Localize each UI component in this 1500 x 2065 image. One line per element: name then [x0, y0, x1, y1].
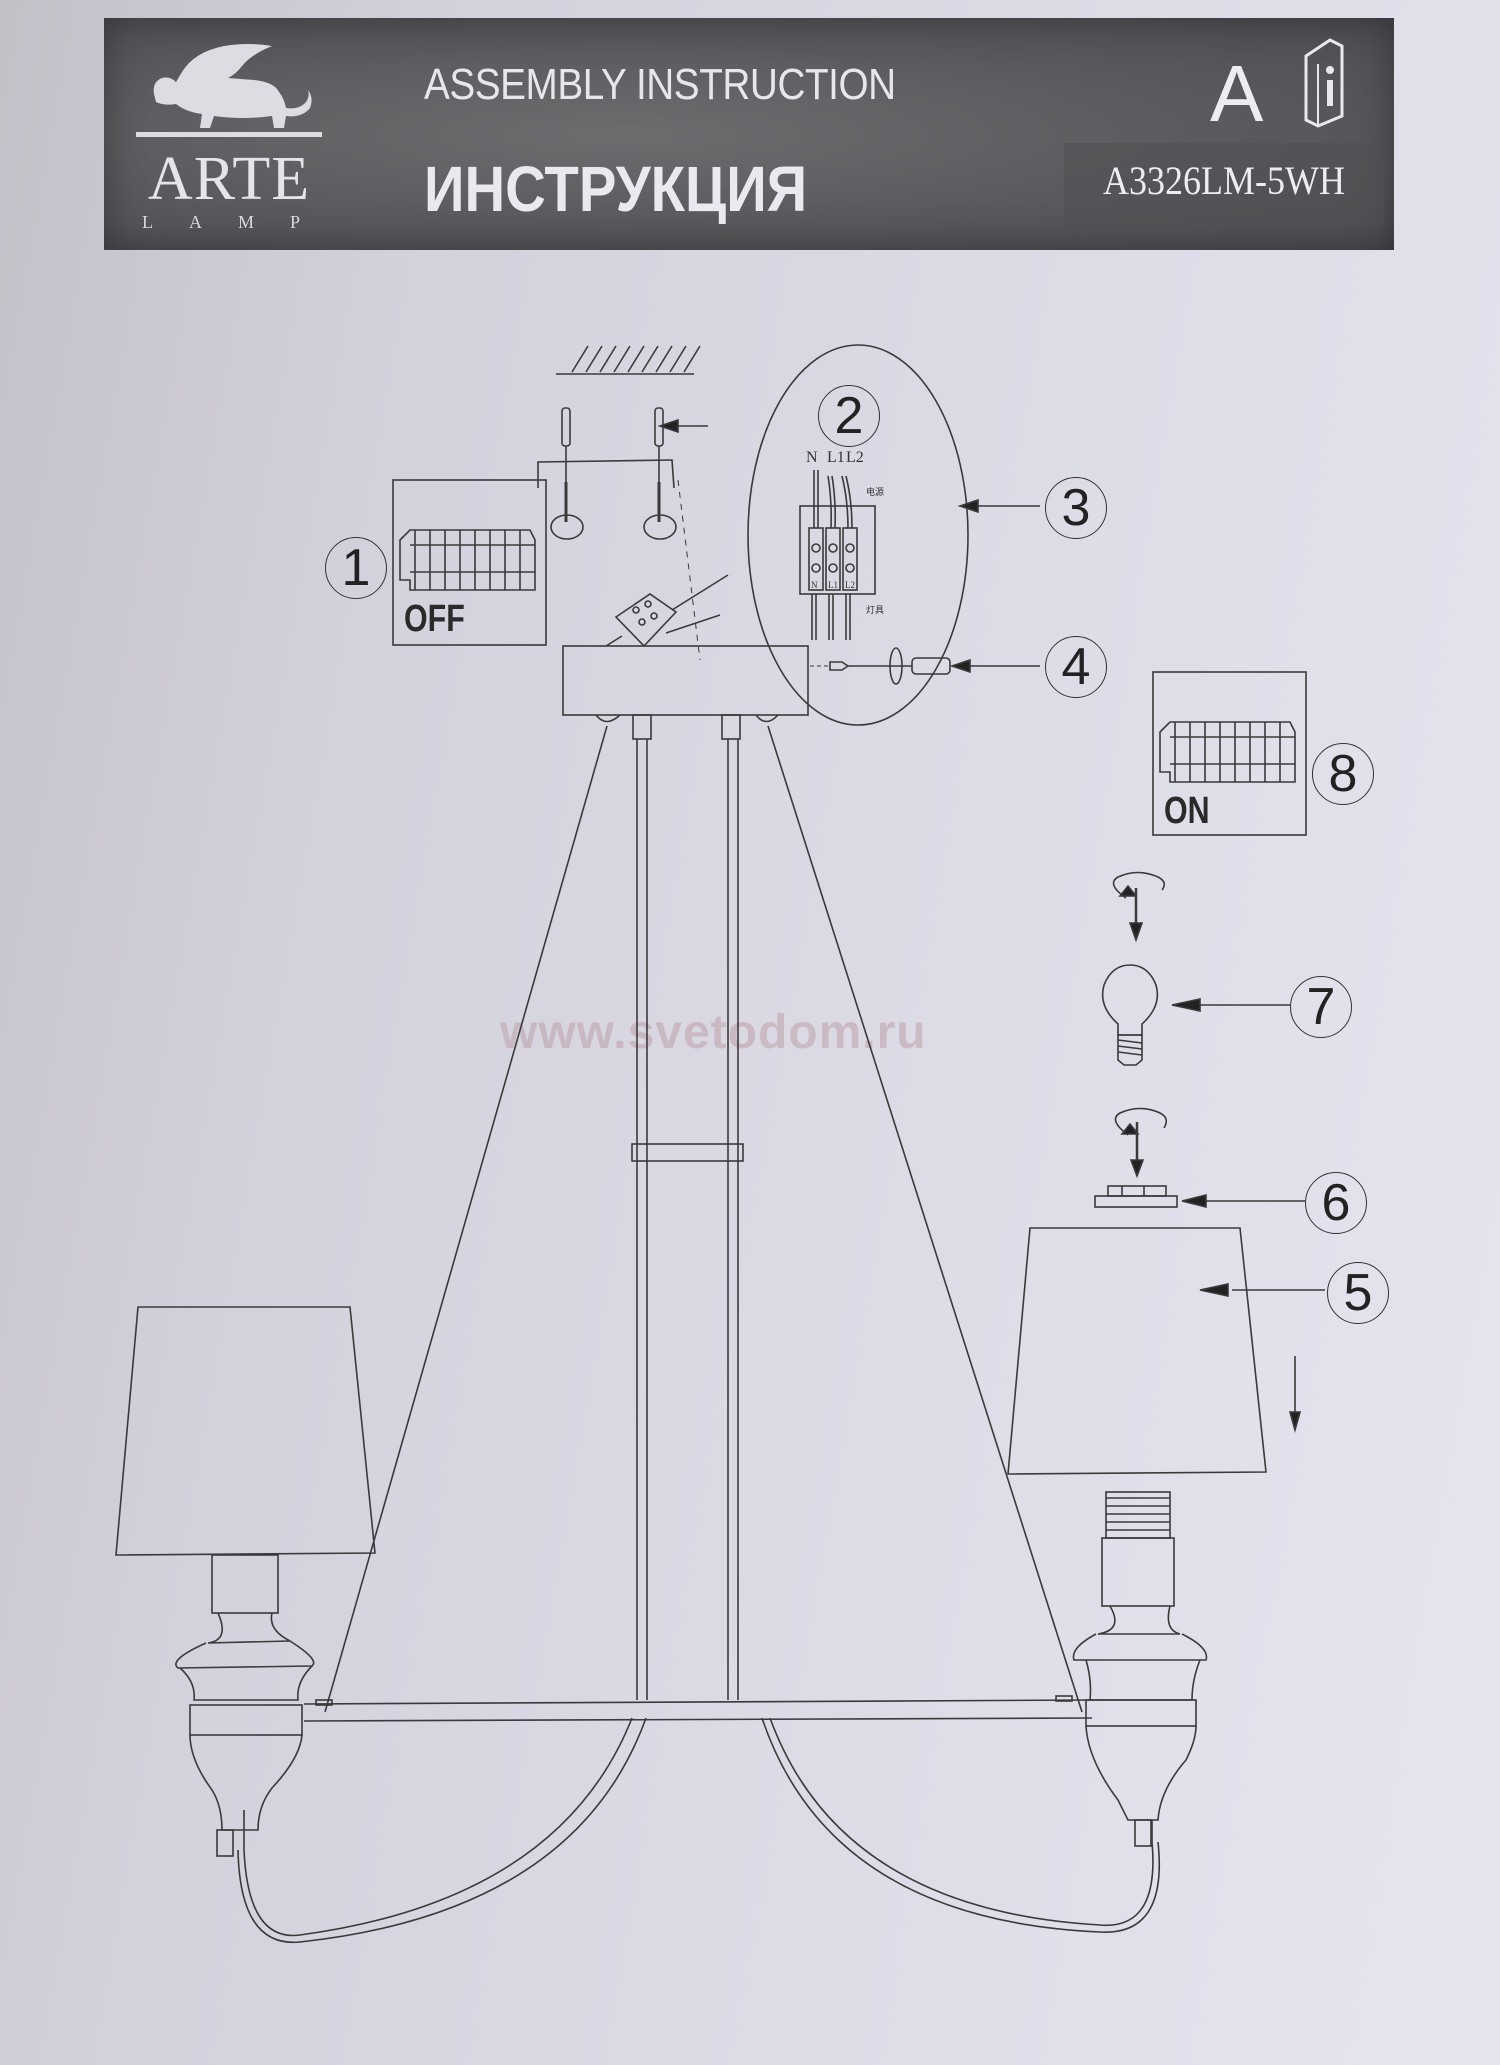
suspension-cable-left	[324, 725, 608, 1713]
info-book-icon	[1304, 38, 1344, 128]
wall-anchor-icon	[537, 407, 675, 500]
title-russian: ИНСТРУКЦИЯ	[424, 153, 808, 225]
ceiling-icon	[556, 345, 701, 375]
brand-sub: LAMP	[142, 212, 337, 232]
step-5-marker: 5	[1327, 1262, 1389, 1324]
brand-logo: ARTE LAMP	[124, 32, 334, 237]
left-lamp	[115, 1306, 376, 1857]
canopy-icon	[562, 645, 809, 740]
step-1-marker: 1	[325, 537, 387, 599]
step-7-marker: 7	[1290, 976, 1352, 1038]
curved-arm-right	[769, 1717, 1154, 1926]
switch-off-label: OFF	[404, 598, 465, 640]
step-3-marker: 3	[1045, 477, 1107, 539]
curved-arm-left	[243, 1717, 633, 1937]
power-source-label: 电源	[866, 487, 885, 497]
right-lamp	[1072, 1491, 1208, 1847]
terminal-block-icon	[605, 593, 678, 648]
header-banner: ARTE LAMP ASSEMBLY INSTRUCTION ИНСТРУКЦИ…	[104, 18, 1394, 250]
title-english: ASSEMBLY INSTRUCTION	[424, 60, 896, 109]
terminal-label-l2: L2	[845, 580, 855, 590]
switch-panel-on	[1152, 671, 1307, 836]
rod-clamp	[631, 1143, 744, 1162]
rotate-arrow-icon	[1112, 871, 1166, 943]
watermark: www.svetodom.ru	[500, 1006, 927, 1059]
model-number: A3326LM-5WH	[1103, 158, 1345, 203]
light-bulb-icon	[1101, 964, 1159, 1066]
lampshade-right	[1007, 1227, 1267, 1475]
wiring-detail-callout	[747, 344, 969, 726]
brand-name: ARTE	[147, 145, 311, 213]
step-8-marker: 8	[1312, 743, 1374, 805]
terminal-label-l1: L1	[828, 580, 838, 590]
chandelier-arm	[303, 1695, 1093, 1722]
step-6-marker: 6	[1305, 1172, 1367, 1234]
switch-on-label: ON	[1164, 790, 1210, 832]
screwdriver-icon	[810, 647, 951, 685]
lampshade-left	[115, 1306, 376, 1556]
category-letter: A	[1210, 49, 1264, 138]
rotate-arrow-icon	[1114, 1107, 1168, 1179]
model-number-box: A3326LM-5WH	[1064, 143, 1384, 225]
wire-label-n: N	[806, 449, 818, 466]
step-4-marker: 4	[1045, 636, 1107, 698]
fixture-label: 灯具	[866, 605, 885, 615]
step-2-marker: 2	[818, 385, 880, 447]
winged-lion-icon	[136, 44, 322, 137]
suspension-cable-right	[767, 725, 1083, 1713]
wire-label-l2: L2	[846, 449, 864, 466]
shade-ring-icon	[1094, 1185, 1178, 1208]
switch-panel-off	[392, 479, 547, 646]
screw-icon	[550, 482, 677, 540]
socket-thread	[1105, 1491, 1171, 1539]
wire-label-l1: L1	[827, 449, 845, 466]
circuit-breaker-icon	[1159, 721, 1296, 783]
circuit-breaker-icon	[399, 529, 536, 591]
terminal-label-n: N	[811, 580, 818, 590]
